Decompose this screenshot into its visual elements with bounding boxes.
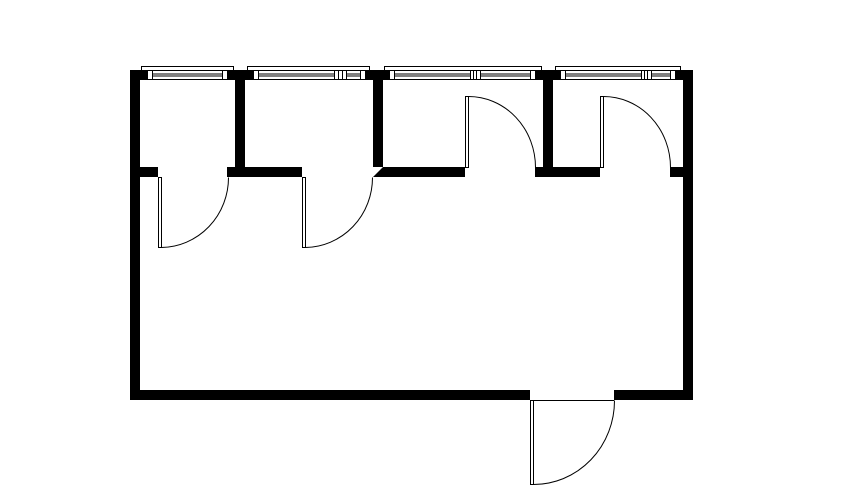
entry-door	[530, 400, 615, 485]
window-3	[384, 66, 542, 80]
door-1	[158, 177, 229, 248]
doors	[158, 96, 671, 485]
window-1	[141, 66, 234, 80]
walls	[130, 70, 693, 400]
windows	[141, 66, 681, 80]
door-4	[600, 96, 671, 168]
window-2	[247, 66, 370, 80]
window-4	[555, 66, 681, 80]
door-2	[302, 177, 373, 248]
door-3	[465, 96, 536, 168]
